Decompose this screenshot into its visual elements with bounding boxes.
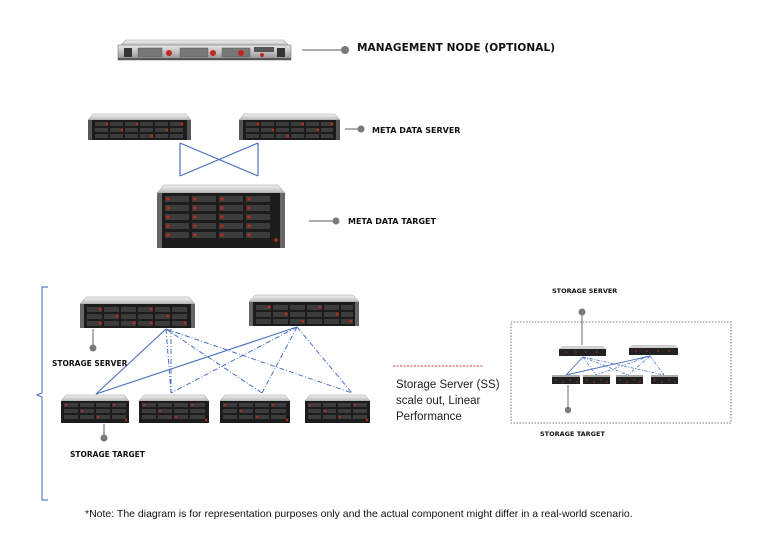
meta-data-cross-links	[179, 142, 259, 177]
storage-target-connector	[100, 424, 108, 442]
inset-dashed-links	[582, 355, 665, 376]
storage-server-2	[248, 294, 360, 326]
storage-target-2	[138, 394, 210, 423]
storage-solid-links	[95, 326, 298, 395]
management-node-label: MANAGEMENT NODE (OPTIONAL)	[357, 42, 556, 54]
inset-storage-target-4	[651, 375, 678, 384]
management-node-connector	[302, 46, 349, 54]
meta-data-target-connector	[309, 217, 340, 225]
meta-data-target-label: META DATA TARGET	[348, 217, 436, 226]
meta-data-server-label: META DATA SERVER	[372, 126, 461, 135]
inset-storage-target-1	[552, 375, 580, 384]
meta-data-server-2	[238, 113, 341, 140]
storage-target-4	[304, 394, 371, 423]
cluster-bracket	[35, 286, 48, 501]
scale-out-line-3: Performance	[396, 411, 462, 423]
storage-dashed-links	[165, 326, 353, 394]
storage-server-1	[79, 296, 196, 328]
storage-target-3	[219, 394, 291, 423]
inset-storage-target-3	[616, 375, 643, 384]
meta-data-server-connector	[345, 125, 365, 133]
inset-storage-target-2	[583, 375, 610, 384]
inset-storage-server-connector	[578, 308, 586, 345]
storage-target-label: STORAGE TARGET	[70, 450, 145, 459]
management-node-server	[117, 39, 292, 61]
scale-out-line-2: scale out, Linear	[396, 395, 481, 407]
inset-solid-links	[565, 355, 651, 376]
scale-out-description: Storage Server (SS) scale out, Linear Pe…	[396, 377, 516, 425]
footnote: *Note: The diagram is for representation…	[85, 508, 633, 520]
inset-storage-server-1	[559, 346, 606, 356]
storage-target-1	[60, 394, 130, 423]
inset-storage-server-label: STORAGE SERVER	[552, 287, 618, 295]
inset-storage-server-2	[629, 345, 678, 355]
inset-storage-target-connector	[564, 385, 572, 414]
meta-data-server-1	[87, 113, 192, 140]
storage-server-connector	[89, 329, 97, 352]
scale-out-line-1: Storage Server (SS)	[396, 379, 500, 391]
meta-data-target-server	[156, 184, 286, 248]
scale-out-inset-box	[510, 321, 732, 424]
storage-server-label: STORAGE SERVER	[52, 359, 128, 368]
inset-storage-target-label: STORAGE TARGET	[540, 430, 605, 438]
